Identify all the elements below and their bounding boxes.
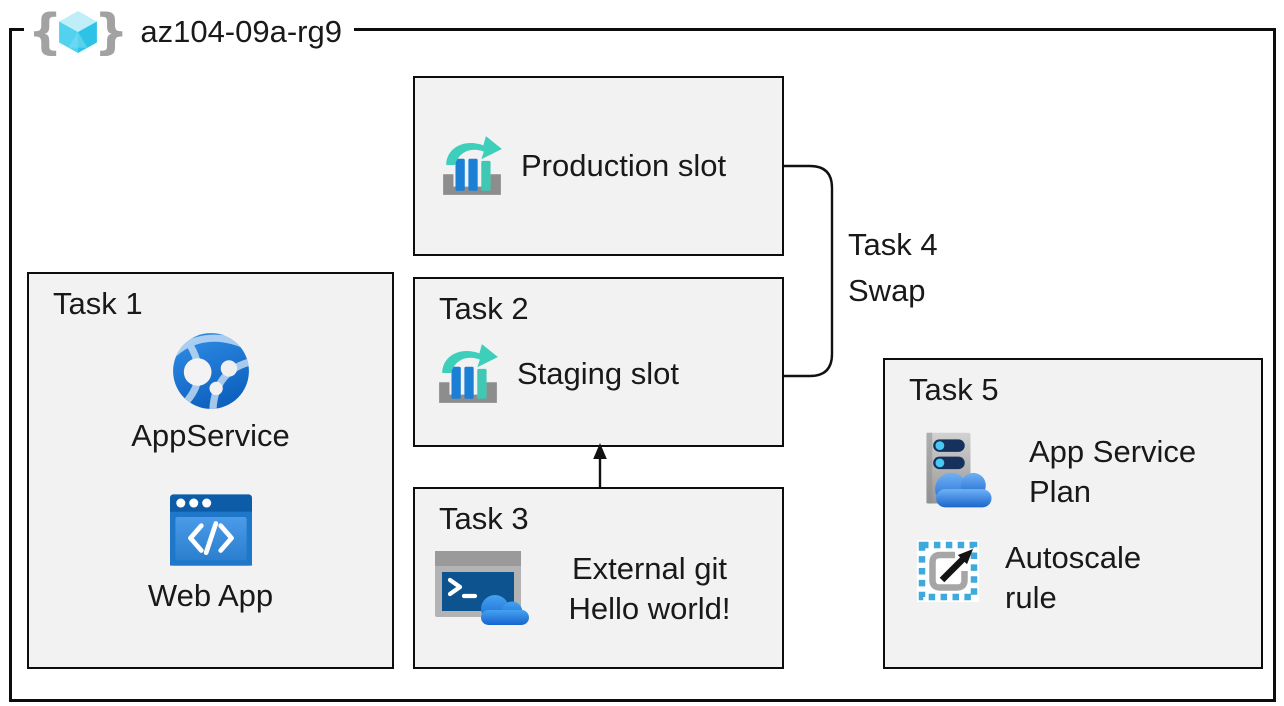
- staging-slot-label: Staging slot: [517, 356, 679, 391]
- external-git-label: External git: [571, 551, 728, 586]
- resource-group-icon: { }: [28, 4, 129, 60]
- autoscale-rule-icon: [917, 540, 979, 602]
- task5-title: Task 5: [909, 372, 999, 407]
- app-service-plan-icon: [926, 432, 992, 508]
- task5-box: Task 5: [883, 358, 1263, 669]
- app-service-icon: [172, 333, 249, 409]
- deployment-slots-icon: [443, 136, 502, 195]
- swap-label: Swap: [848, 273, 926, 308]
- external-git-terminal-icon: [435, 551, 529, 625]
- app-service-label: AppService: [131, 418, 290, 453]
- task4-label-group: Task 4 Swap: [848, 222, 938, 314]
- resource-group-title: az104-09a-rg9: [140, 14, 342, 49]
- hello-world-label: Hello world!: [568, 591, 731, 626]
- production-slot-label: Production slot: [521, 148, 727, 183]
- task2-box: Task 2 Staging slot: [413, 277, 784, 447]
- task4-title: Task 4: [848, 227, 938, 262]
- task1-title: Task 1: [53, 286, 143, 321]
- resource-group-legend: { } az104-09a-rg9: [24, 3, 354, 61]
- production-slot-box: Production slot: [413, 76, 784, 256]
- cube-glyph: [59, 11, 98, 53]
- task3-title: Task 3: [439, 501, 529, 536]
- web-app-icon: [169, 494, 252, 566]
- web-app-label: Web App: [147, 578, 274, 613]
- deployment-slots-icon: [439, 344, 498, 403]
- task3-text: External git Hello world!: [531, 549, 768, 629]
- task1-box: Task 1 AppService: [27, 272, 394, 669]
- task2-title: Task 2: [439, 291, 529, 326]
- task3-box: Task 3 External git Hello world!: [413, 487, 784, 669]
- autoscale-rule-label: Autoscale rule: [1005, 540, 1142, 615]
- app-service-plan-label: App Service Plan: [1029, 434, 1197, 509]
- resource-group-frame: { } az104-09a-rg9: [9, 3, 1276, 702]
